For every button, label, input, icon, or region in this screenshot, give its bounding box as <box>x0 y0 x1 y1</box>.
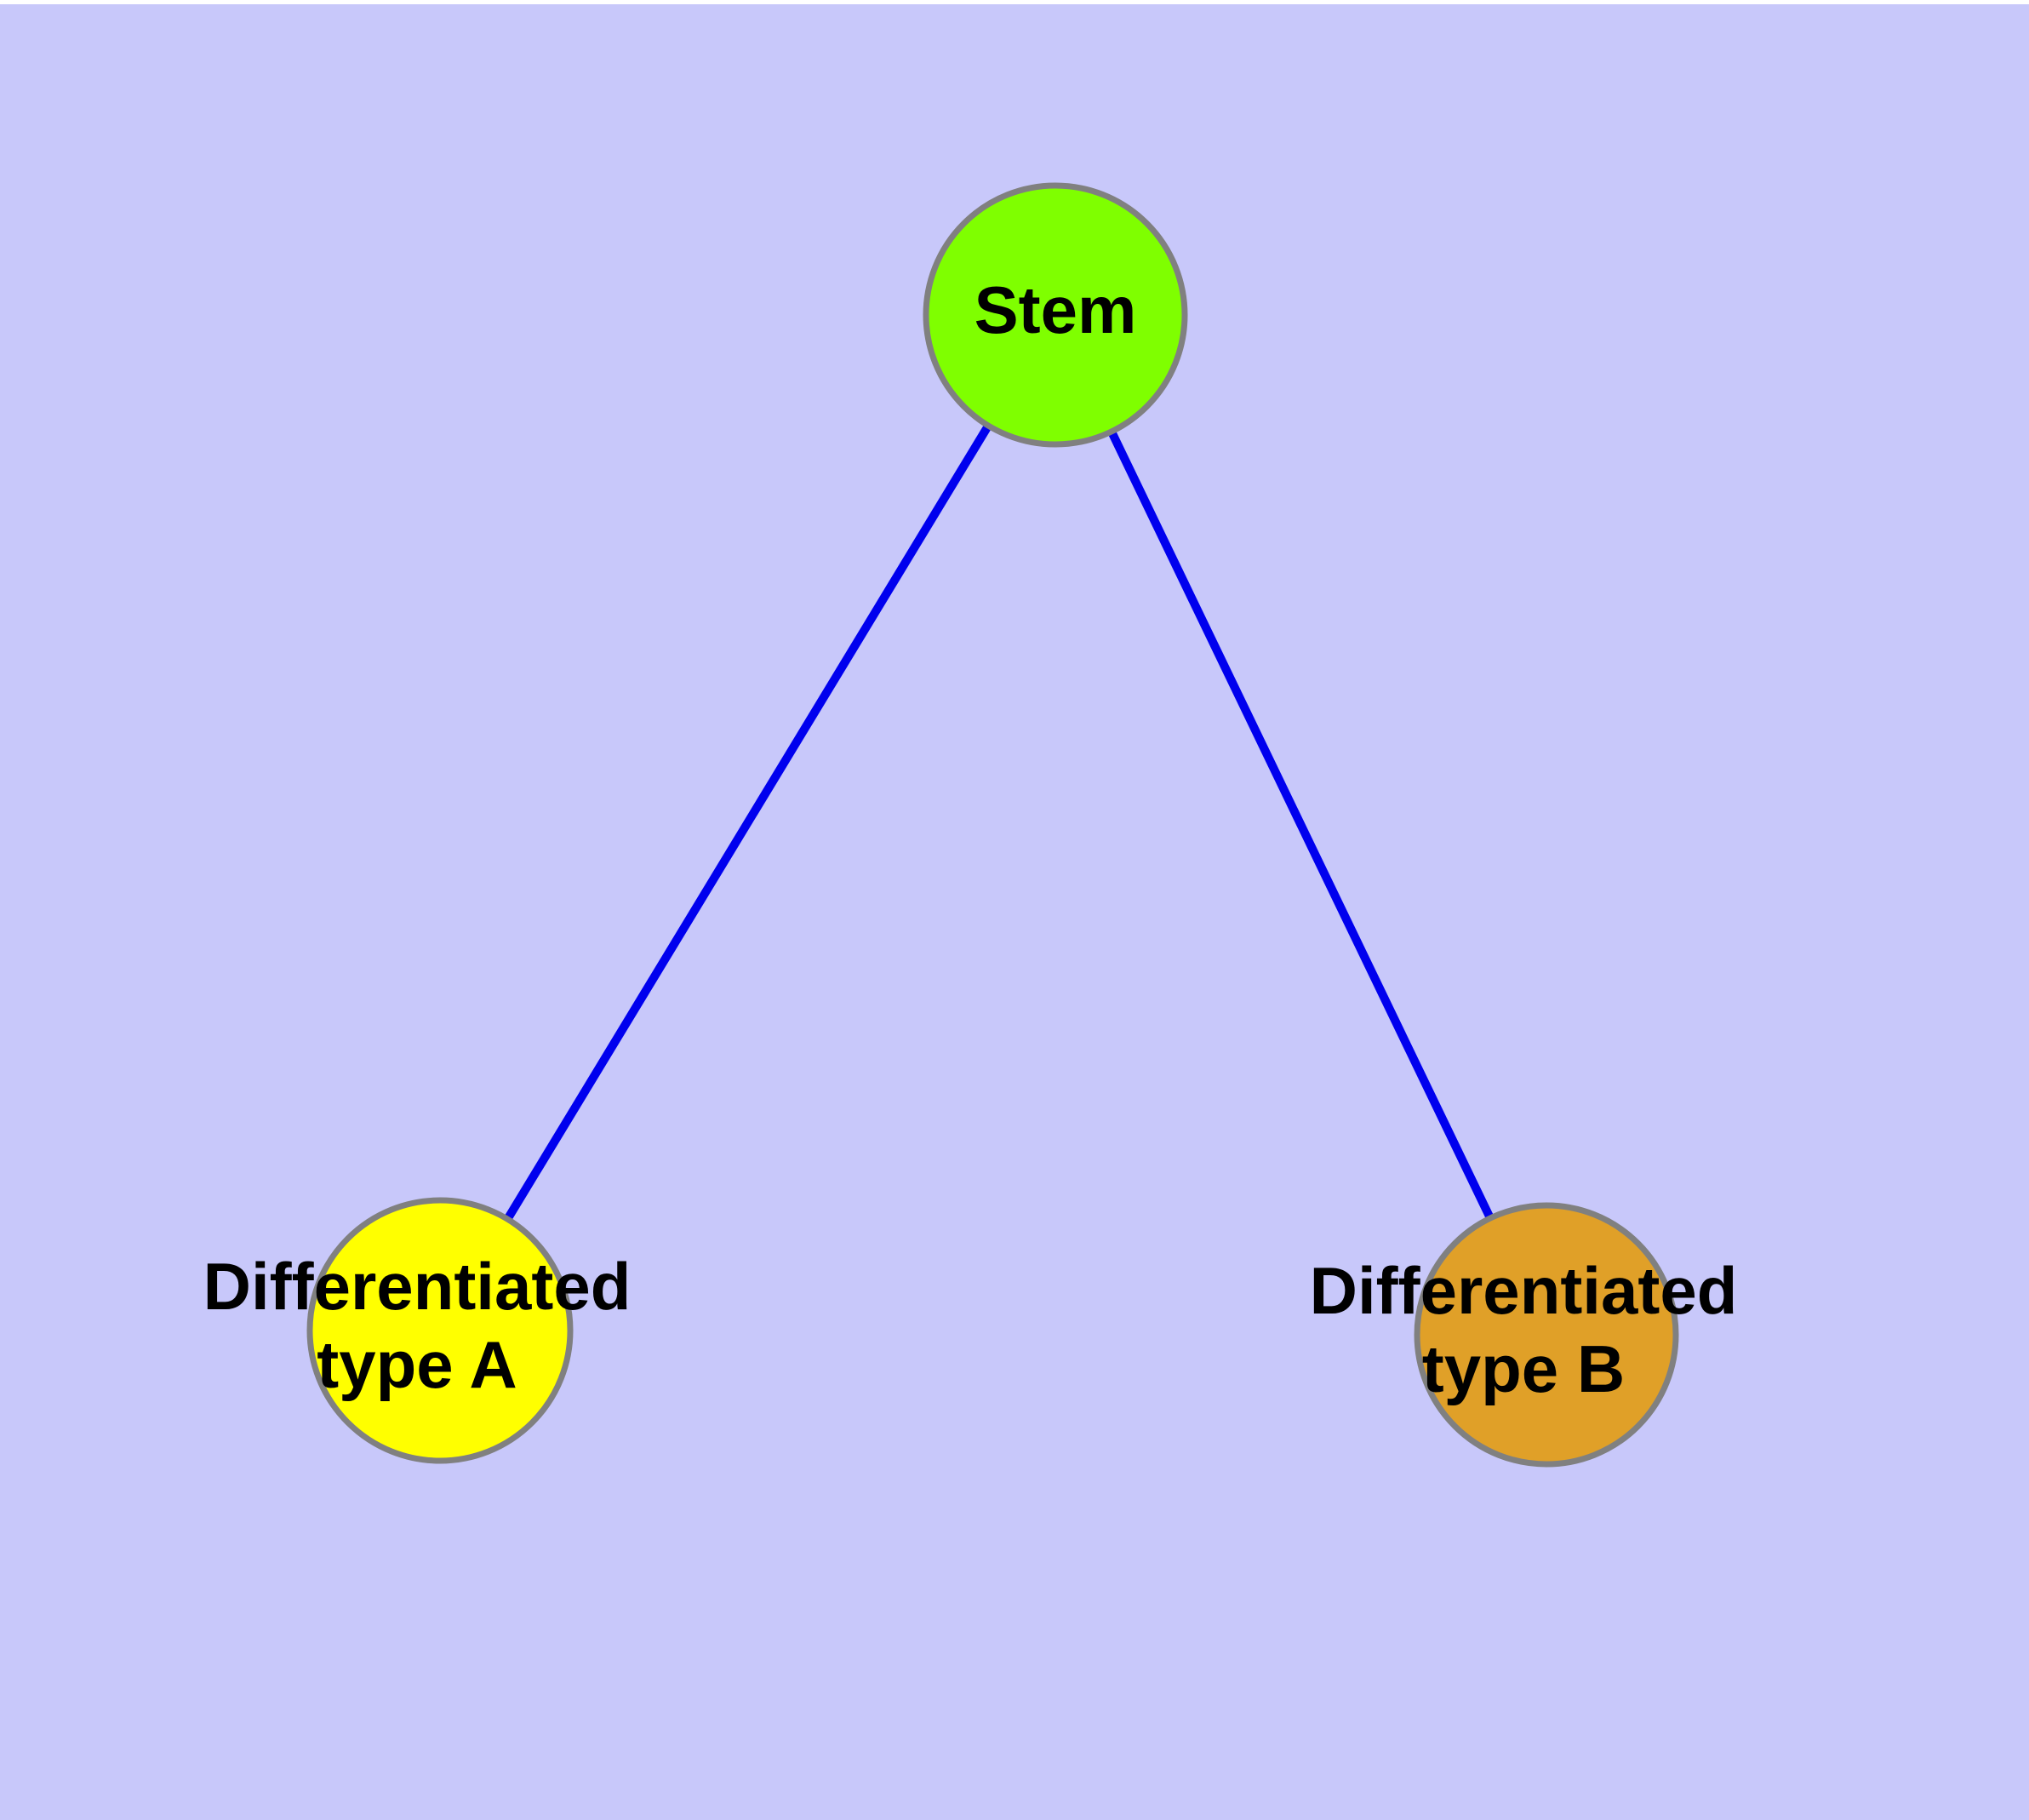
graph-node-label-stem: Stem <box>974 272 1137 347</box>
label-line: type B <box>1422 1331 1625 1406</box>
graph-node-diff_b[interactable] <box>1414 1202 1679 1468</box>
graph-edge-stem-diff_b <box>1051 312 1551 1337</box>
label-line: Differentiated <box>203 1249 632 1324</box>
graph-node-diff_a[interactable] <box>306 1197 574 1464</box>
label-line: Stem <box>974 272 1137 347</box>
edges-layer <box>436 312 1551 1337</box>
graph-edge-stem-diff_a <box>436 312 1060 1333</box>
label-line: type A <box>317 1327 517 1402</box>
nodes-layer <box>306 182 1679 1468</box>
graph-node-stem[interactable] <box>923 182 1188 448</box>
label-line: Differentiated <box>1310 1253 1738 1328</box>
